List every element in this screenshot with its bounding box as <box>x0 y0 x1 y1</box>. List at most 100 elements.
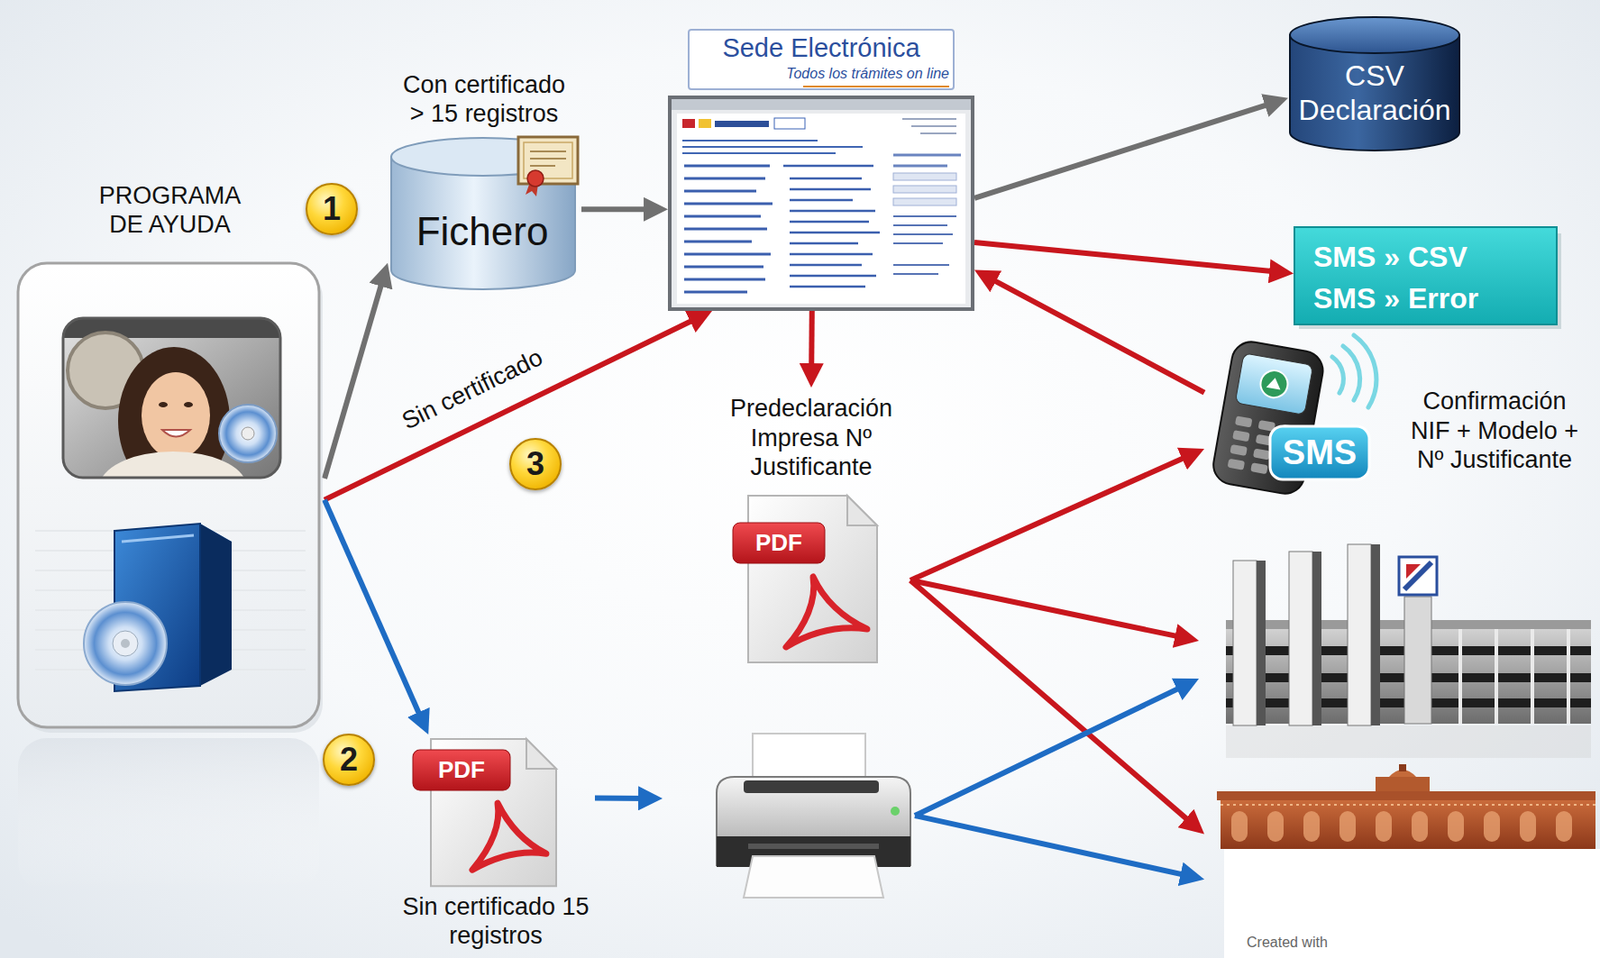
node-caption: Sin certificado 15 registros <box>396 892 595 951</box>
portal-screenshot-part <box>774 118 805 129</box>
pdf-badge: PDF <box>412 756 511 785</box>
pdf-icon-art-part <box>412 749 511 791</box>
sms-badge-shape <box>1270 426 1370 480</box>
database-cylinder: CSV Declaración <box>1288 15 1462 154</box>
bank-art-part-part <box>1519 811 1536 842</box>
bank-art-part <box>1220 798 1596 850</box>
text-slot: Confirmación NIF + Modelo + Nº Justifica… <box>1404 386 1585 475</box>
portal-screenshot-part <box>893 173 957 181</box>
program-box-art-part <box>18 263 320 728</box>
node-heading: PROGRAMA DE AYUDA <box>91 181 249 240</box>
label-slot: 3 <box>509 438 562 491</box>
portal-screenshot-part <box>682 118 695 128</box>
portal-screenshot-part <box>893 198 957 206</box>
text-slot: Con certificado > 15 registros <box>398 70 570 129</box>
building-art-part <box>1460 629 1569 724</box>
portal-screenshot <box>669 97 973 310</box>
label-slot: 2 <box>322 733 375 787</box>
portal-banner <box>688 29 954 90</box>
portal-screenshot-part <box>698 118 712 128</box>
phone-body-part-part <box>1250 462 1268 475</box>
portal-banner-part <box>688 29 954 90</box>
bank-art-part-part <box>1447 811 1464 842</box>
tax-app-icon-part <box>63 318 281 478</box>
software-box-icon-part <box>83 602 167 686</box>
phone-body-part-part <box>1252 448 1271 460</box>
edge-label-slot: Sin certificado <box>397 343 549 437</box>
building-art-part <box>1371 544 1381 726</box>
phone-body-part <box>1258 368 1290 401</box>
phone-body-part <box>1266 376 1283 391</box>
program-box: PROGRAMA DE AYUDA <box>15 260 325 735</box>
printer-art-part <box>890 806 900 816</box>
text-slot: PDF <box>412 756 511 785</box>
tax-app-icon-part-part <box>241 427 255 440</box>
software-box-icon-part <box>120 639 130 649</box>
sms-box-art-part <box>1294 227 1557 325</box>
portal-screenshot-part <box>671 99 971 110</box>
certificate-icon-part <box>530 151 567 166</box>
tax-app-icon-part-part <box>162 429 191 438</box>
bank-art-part-part <box>1483 811 1500 842</box>
signal-waves-part <box>1332 356 1344 394</box>
phone-body-part-part <box>1229 444 1247 457</box>
building-art-part <box>1406 564 1421 579</box>
flow-arrow <box>910 454 1193 581</box>
label-slot: Created with <box>1246 933 1328 951</box>
tax-app-icon-part-part <box>158 402 168 408</box>
text-slot: Fichero <box>387 208 577 256</box>
signal-waves-part <box>1353 335 1377 408</box>
flow-arrow <box>581 206 656 212</box>
callout-number: 2 <box>322 733 375 787</box>
certificate-icon-part <box>527 170 544 187</box>
pdf-document: Predeclaración Impresa Nº JustificantePD… <box>712 387 911 668</box>
bank-art-part-part <box>1411 811 1428 842</box>
text-slot: Predeclaración Impresa Nº Justificante <box>712 393 911 482</box>
file-cylinder: Con certificado > 15 registrosFichero <box>387 135 582 293</box>
database-cylinder-art-part <box>1289 17 1460 54</box>
software-box-icon-part <box>112 630 138 657</box>
flow-arrow <box>324 500 424 724</box>
text-slot: CSV Declaración <box>1295 58 1454 128</box>
tax-app-icon-part-part <box>99 451 247 478</box>
watermark: Created with <box>1246 933 1328 951</box>
text-slot: SMS » Error <box>1313 281 1550 316</box>
software-box-icon <box>35 523 306 692</box>
flow-arrow <box>974 242 1281 273</box>
cylinder-label: Fichero <box>387 208 577 256</box>
software-box-icon-part <box>200 523 232 686</box>
web-portal: Sede ElectrónicaTodos los trámites on li… <box>667 28 975 311</box>
sms-box: SMS » CSV SMS » Error <box>1293 226 1562 330</box>
tax-app-icon <box>63 318 281 524</box>
sms-line: SMS » Error <box>1313 281 1550 316</box>
portal-banner-part <box>803 85 950 88</box>
phone-body-part-part <box>1232 429 1250 442</box>
building-art-part <box>1404 596 1432 724</box>
pdf-icon-art-part <box>526 739 557 769</box>
portal-screenshot-part <box>682 140 863 154</box>
flow-arrow <box>910 580 1195 826</box>
tax-app-icon-part-part <box>219 404 277 463</box>
portal-screenshot-part <box>669 97 973 310</box>
callout-number: 3 <box>509 438 562 491</box>
bank-building <box>1204 764 1596 902</box>
flow-arrow <box>985 275 1205 393</box>
portal-screenshot-part <box>676 113 966 304</box>
pdf-icon-art-part <box>732 522 825 564</box>
program-box-art <box>15 260 325 735</box>
flow-arrow <box>914 684 1188 816</box>
watermark-panel <box>1224 849 1600 958</box>
phone-body-part <box>1234 353 1314 416</box>
printer-art-part <box>748 843 879 850</box>
printer-art-part <box>743 856 884 898</box>
building-art-part <box>1347 544 1372 726</box>
portal-screenshot-part <box>684 165 773 293</box>
pdf-icon-art-part <box>472 803 547 870</box>
bank-art-part <box>1231 811 1573 842</box>
bank-art <box>1204 764 1596 902</box>
text-slot: SMS <box>1270 432 1370 475</box>
pdf-document: PDF Sin certificado 15 registros <box>396 734 595 954</box>
bank-art-part <box>1375 777 1430 792</box>
text-slot: SMS » CSV <box>1313 239 1550 275</box>
